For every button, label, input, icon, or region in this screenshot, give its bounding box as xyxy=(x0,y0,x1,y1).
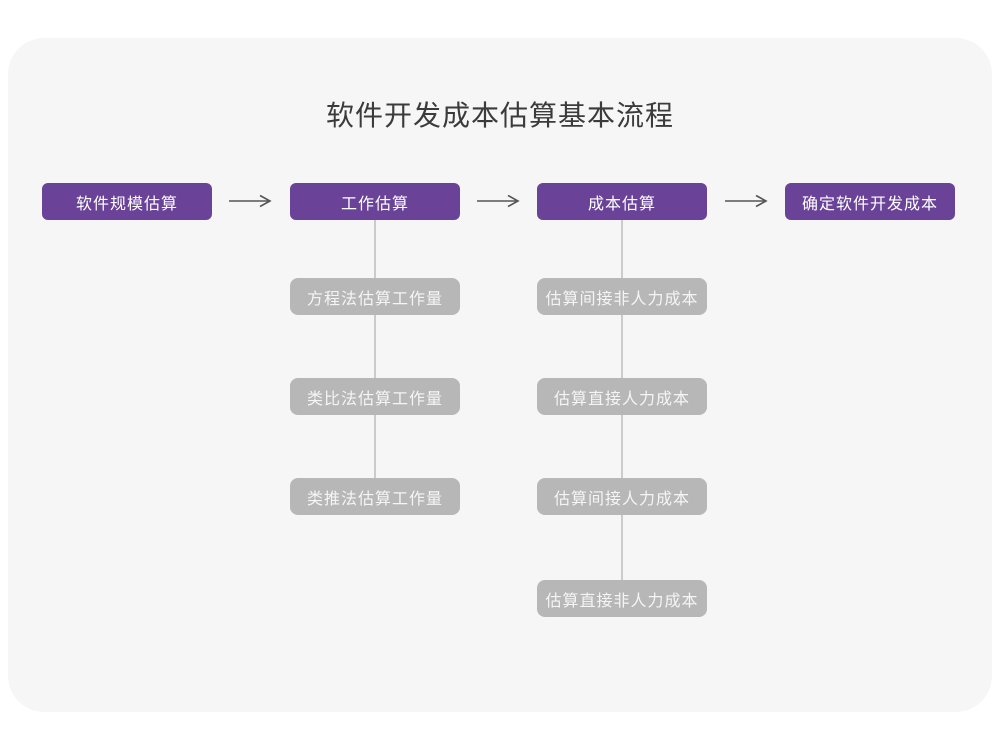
work-method-analogy: 类推法估算工作量 xyxy=(290,478,460,515)
flow-step-determine-cost: 确定软件开发成本 xyxy=(785,183,955,220)
right-arrow-icon xyxy=(229,194,272,208)
diagram-card xyxy=(8,38,992,712)
connector-line-work xyxy=(374,220,376,498)
cost-item-indirect-nonhuman: 估算间接非人力成本 xyxy=(537,278,707,315)
work-method-comparison: 类比法估算工作量 xyxy=(290,378,460,415)
flow-step-cost-estimation: 成本估算 xyxy=(537,183,707,220)
cost-item-direct-human: 估算直接人力成本 xyxy=(537,378,707,415)
diagram-title: 软件开发成本估算基本流程 xyxy=(325,100,674,131)
cost-item-direct-nonhuman: 估算直接非人力成本 xyxy=(537,580,707,617)
flow-step-work-estimation: 工作估算 xyxy=(290,183,460,220)
cost-item-indirect-human: 估算间接人力成本 xyxy=(537,478,707,515)
right-arrow-icon xyxy=(477,194,520,208)
right-arrow-icon xyxy=(725,194,768,208)
flow-step-software-scale: 软件规模估算 xyxy=(42,183,212,220)
work-method-equation: 方程法估算工作量 xyxy=(290,278,460,315)
